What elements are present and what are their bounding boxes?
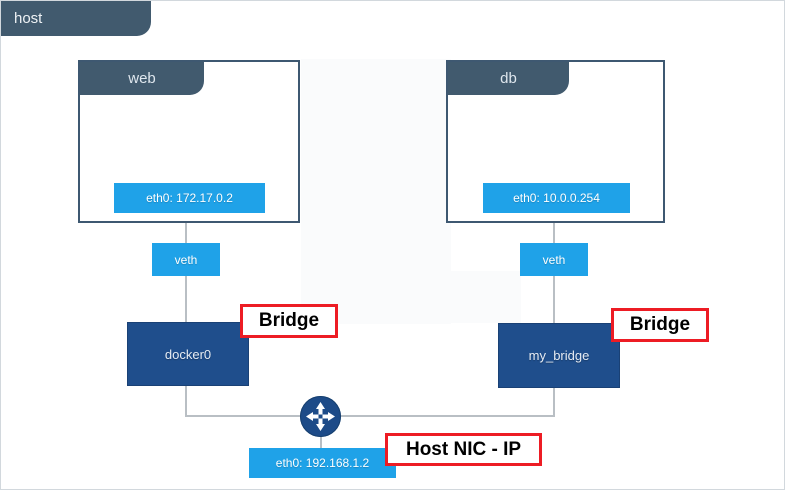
connector-docker0-to-bus: [185, 386, 187, 416]
callout-host-nic-ip-text: Host NIC - IP: [405, 438, 522, 460]
connector-veth-to-mybridge: [553, 275, 555, 323]
web-eth0-label: eth0: 172.17.0.2: [114, 183, 265, 213]
veth-web: veth: [152, 243, 220, 276]
router-icon: [300, 396, 341, 437]
host-nic-eth0-label: eth0: 192.168.1.2: [249, 448, 396, 478]
connector-db-to-veth: [553, 223, 555, 245]
callout-bridge-left-text: Bridge: [258, 310, 320, 331]
background-panel-lower: [441, 271, 521, 323]
connector-router-to-nic-label: [320, 431, 322, 449]
connector-bus-left: [185, 415, 321, 417]
container-db-tab: db: [448, 62, 569, 95]
host-label: host: [14, 10, 43, 27]
container-web-tab: web: [80, 62, 204, 95]
host-tab: host: [1, 1, 151, 36]
db-eth0-label: eth0: 10.0.0.254: [483, 183, 630, 213]
callout-bridge-right: Bridge: [611, 308, 709, 342]
router-arrows-icon: [306, 402, 335, 431]
connector-web-to-veth: [185, 223, 187, 245]
callout-bridge-right-text: Bridge: [629, 314, 691, 335]
connector-mybridge-to-bus: [553, 388, 555, 416]
bridge-docker0[interactable]: docker0: [127, 322, 249, 386]
bridge-my-bridge-label: my_bridge: [528, 348, 590, 363]
veth-db: veth: [520, 243, 588, 276]
veth-web-label: veth: [174, 252, 198, 267]
bridge-docker0-label: docker0: [164, 346, 212, 362]
container-web-name: web: [128, 70, 156, 87]
background-panel: [301, 59, 451, 324]
host-nic-eth0-text: eth0: 192.168.1.2: [275, 456, 370, 470]
db-eth0-text: eth0: 10.0.0.254: [513, 191, 600, 205]
bridge-my-bridge[interactable]: my_bridge: [498, 323, 620, 388]
callout-bridge-left: Bridge: [240, 304, 338, 338]
container-db-name: db: [500, 70, 517, 87]
connector-veth-to-docker0: [185, 275, 187, 323]
callout-host-nic-ip: Host NIC - IP: [385, 433, 542, 466]
web-eth0-text: eth0: 172.17.0.2: [146, 191, 233, 205]
veth-db-label: veth: [542, 252, 566, 267]
connector-bus-right: [321, 415, 555, 417]
